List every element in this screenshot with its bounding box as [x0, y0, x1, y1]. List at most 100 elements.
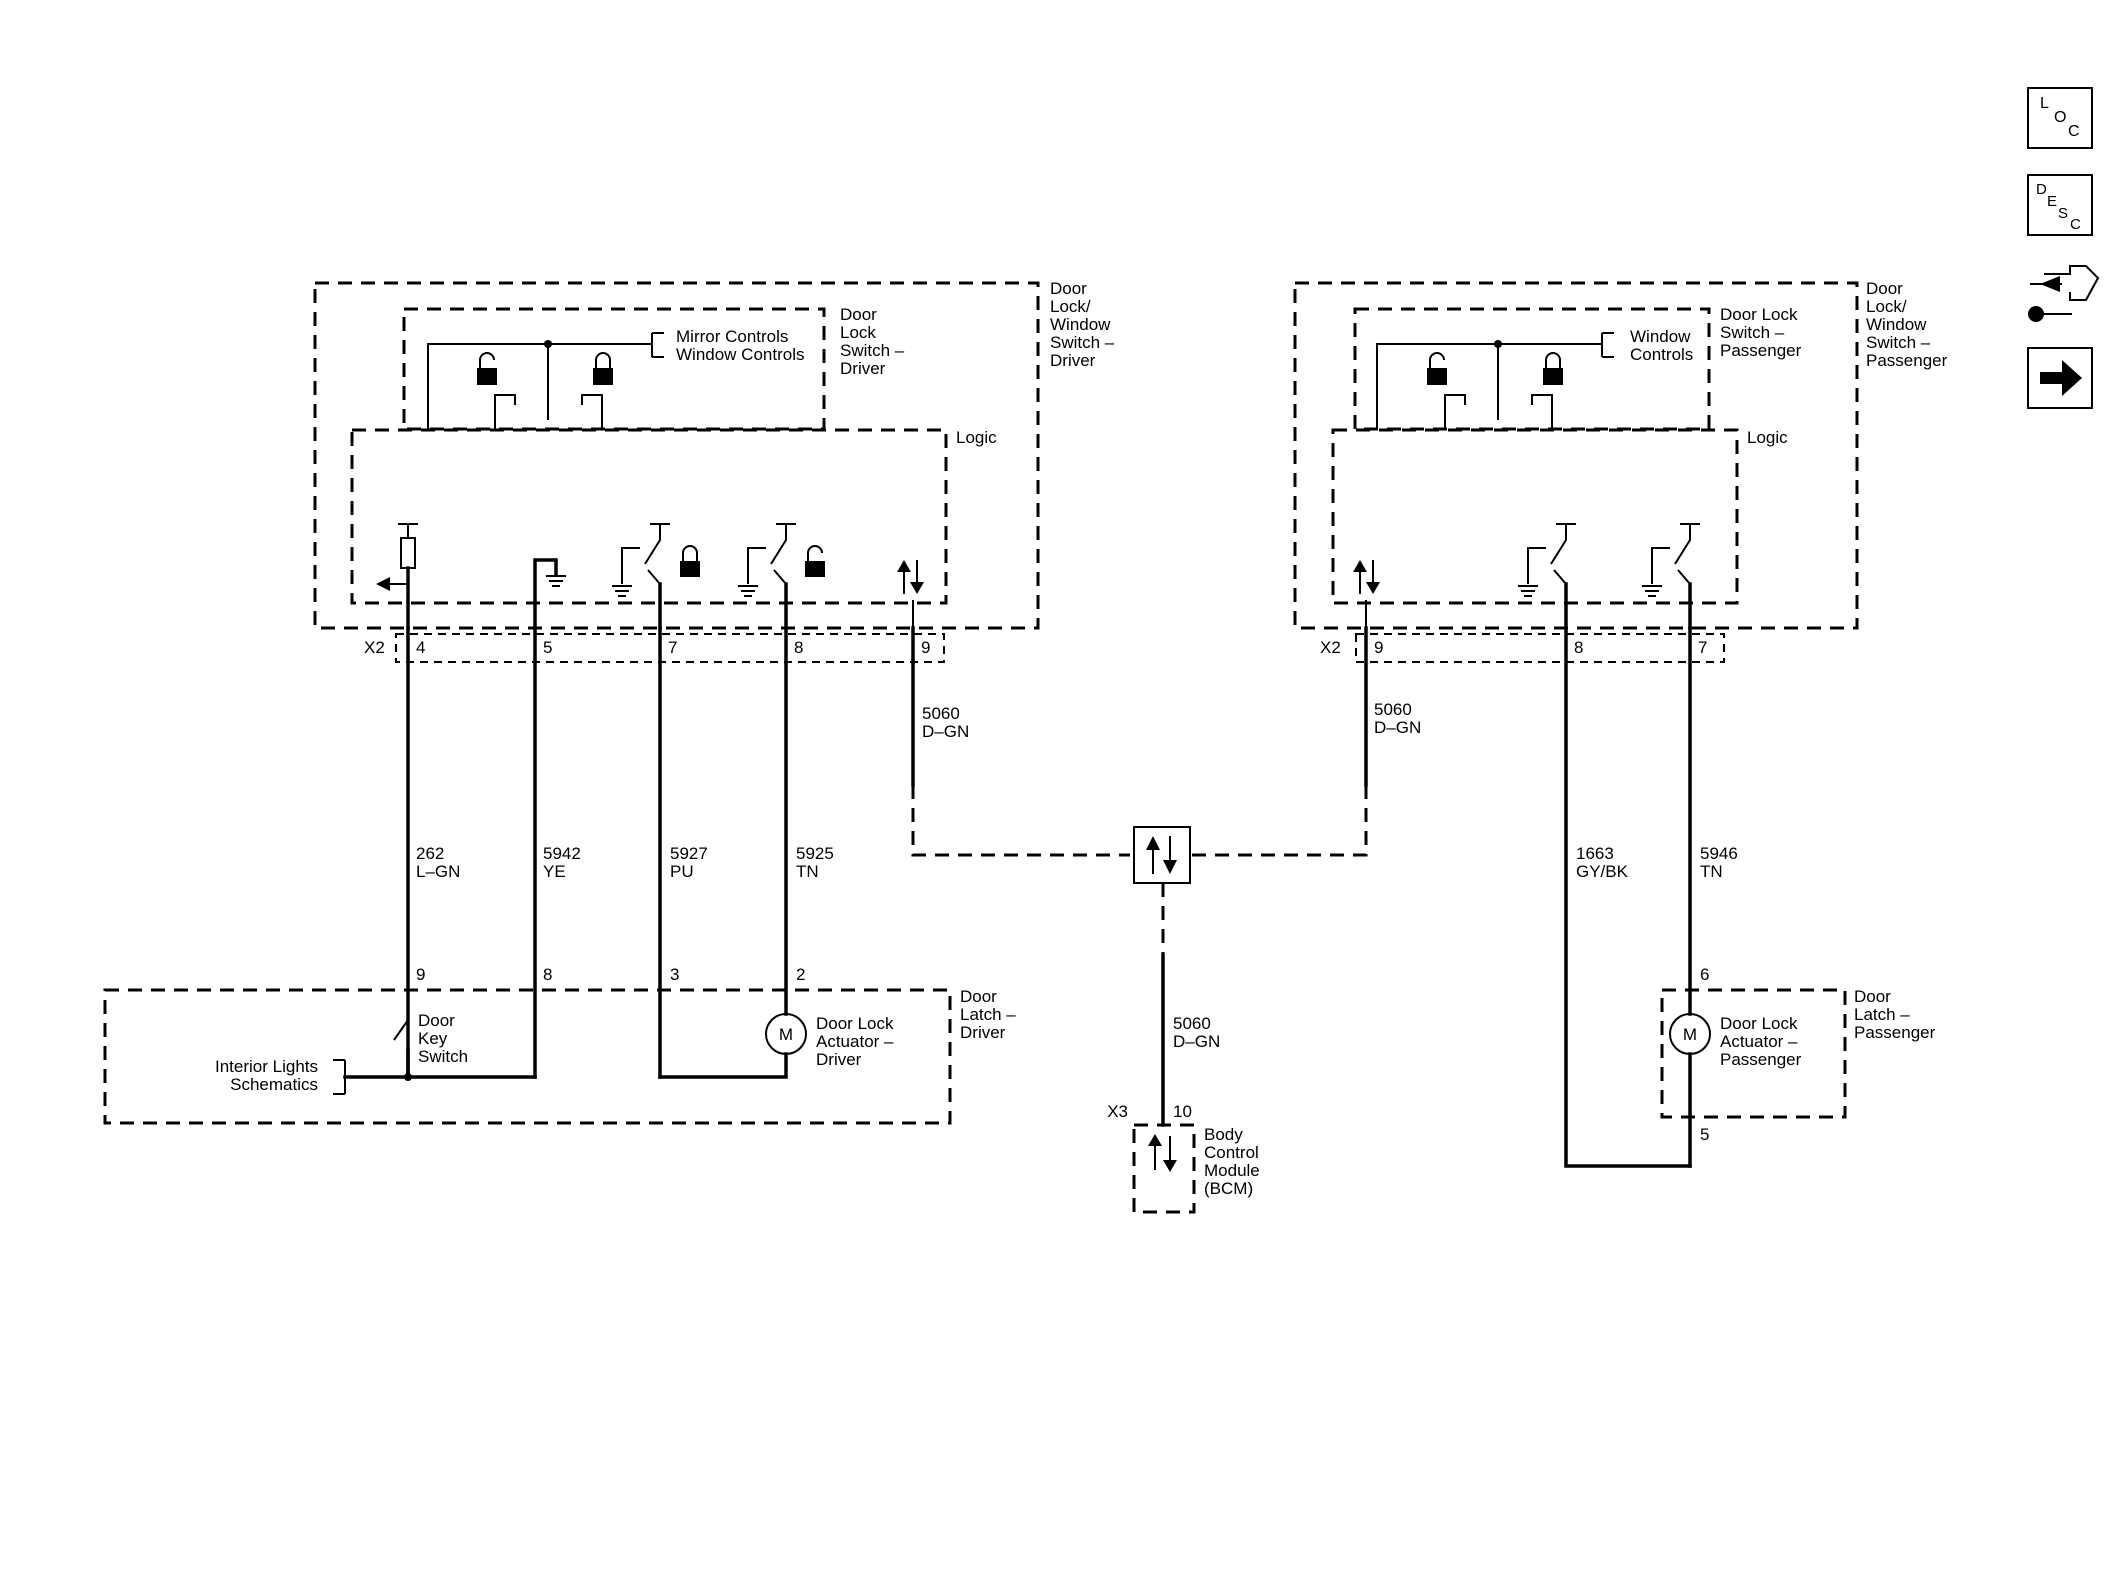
passenger-pin-7: 7 [1698, 638, 1707, 657]
bcm-serial-data-icon [1148, 1134, 1177, 1172]
driver-latch-label-3: Driver [960, 1023, 1006, 1042]
passenger-motor-icon: M [1669, 1013, 1711, 1055]
wire-262-circuit: 262 [416, 844, 444, 863]
desc-button[interactable]: D E S C [2027, 174, 2093, 236]
wire-5060-bcm-circuit: 5060 [1173, 1014, 1211, 1033]
loc-letter-l: L [2040, 95, 2049, 112]
connector-tool-icon[interactable] [2028, 265, 2100, 322]
bcm-connector-label: X3 [1107, 1102, 1128, 1121]
lock-icon-pin7 [680, 545, 700, 577]
driver-inner-label-3: Switch – [840, 341, 905, 360]
bcm-label-3: Module [1204, 1161, 1260, 1180]
wire-5925-circuit: 5925 [796, 844, 834, 863]
loc-button[interactable]: L O C [2027, 87, 2093, 149]
passenger-outer-label-5: Passenger [1866, 351, 1948, 370]
wire-5060-driver-circuit: 5060 [922, 704, 960, 723]
driver-outer-label-4: Switch – [1050, 333, 1115, 352]
driver-inner-label-2: Lock [840, 323, 876, 342]
passenger-outer-label-3: Window [1866, 315, 1927, 334]
passenger-inner-label-2: Switch – [1720, 323, 1785, 342]
wire-5060-passenger-circuit: 5060 [1374, 700, 1412, 719]
unlock-icon [477, 352, 497, 385]
passenger-control-window-1: Window [1630, 327, 1691, 346]
wire-5060-driver: 5060 D–GN [911, 626, 1130, 857]
driver-actuator-label-3: Driver [816, 1050, 862, 1069]
serial-data-icon-passenger [1353, 560, 1380, 594]
passenger-motor-label: M [1683, 1025, 1697, 1044]
driver-latch-pin-9: 9 [416, 965, 425, 984]
wire-5060-passenger-color: D–GN [1374, 718, 1421, 737]
driver-logic-label: Logic [956, 428, 997, 447]
driver-outer-label-3: Window [1050, 315, 1111, 334]
passenger-latch-pin-6: 6 [1700, 965, 1709, 984]
desc-letter-c: C [2070, 216, 2081, 233]
desc-letter-d: D [2036, 181, 2047, 198]
driver-pin-9: 9 [921, 638, 930, 657]
driver-latch-pin-8: 8 [543, 965, 552, 984]
driver-door-lock-window-switch: Door Lock/ Window Switch – Driver Door L… [313, 279, 1115, 630]
driver-outer-label-5: Driver [1050, 351, 1096, 370]
driver-inner-label-1: Door [840, 305, 877, 324]
wire-5946: 5946 TN [1688, 626, 1738, 1168]
wire-5942-color: YE [543, 862, 566, 881]
passenger-pin-9: 9 [1374, 638, 1383, 657]
driver-pin-8: 8 [794, 638, 803, 657]
wire-5942-circuit: 5942 [543, 844, 581, 863]
interior-lights-label-2: Schematics [230, 1075, 318, 1094]
body-control-module: X3 10 Body Control Module (BCM) [1107, 1102, 1260, 1214]
passenger-unlock-icon [1427, 352, 1447, 385]
passenger-door-latch: Door Latch – Passenger 6 5 M Door Lock A… [1660, 965, 1936, 1144]
passenger-actuator-label-1: Door Lock [1720, 1014, 1798, 1033]
driver-latch-pin-2: 2 [796, 965, 805, 984]
key-switch-label-2: Key [418, 1029, 448, 1048]
passenger-lock-icon [1543, 352, 1563, 385]
driver-outer-label-1: Door [1050, 279, 1087, 298]
driver-actuator-label-2: Actuator – [816, 1032, 894, 1051]
passenger-ground-icon-pin8 [1518, 585, 1538, 597]
passenger-door-lock-window-switch: Door Lock/ Window Switch – Passenger Doo… [1293, 279, 1948, 630]
driver-motor-icon: M [765, 1013, 807, 1055]
driver-outer-label-2: Lock/ [1050, 297, 1091, 316]
loc-letter-c: C [2068, 123, 2080, 140]
driver-connector-x2: X2 4 5 7 8 9 [364, 633, 945, 663]
driver-inner-label-4: Driver [840, 359, 886, 378]
passenger-outer-label-2: Lock/ [1866, 297, 1907, 316]
bcm-label-1: Body [1204, 1125, 1243, 1144]
wire-5060-driver-color: D–GN [922, 722, 969, 741]
passenger-actuator-label-3: Passenger [1720, 1050, 1802, 1069]
passenger-latch-pin-5: 5 [1700, 1125, 1709, 1144]
passenger-pin-8: 8 [1574, 638, 1583, 657]
passenger-latch-label-2: Latch – [1854, 1005, 1910, 1024]
passenger-actuator-label-2: Actuator – [1720, 1032, 1798, 1051]
driver-control-window: Window Controls [676, 345, 805, 364]
driver-actuator-label-1: Door Lock [816, 1014, 894, 1033]
driver-pin-4: 4 [416, 638, 425, 657]
key-switch-label-1: Door [418, 1011, 455, 1030]
lock-icon [593, 352, 613, 385]
desc-letter-e: E [2047, 193, 2057, 210]
driver-latch-label-1: Door [960, 987, 997, 1006]
passenger-inner-label-3: Passenger [1720, 341, 1802, 360]
serial-data-splice [1133, 826, 1191, 884]
wire-5925-color: TN [796, 862, 819, 881]
unlock-icon-pin8 [805, 545, 825, 577]
wire-5060-bcm-color: D–GN [1173, 1032, 1220, 1051]
wire-5060-bcm: 5060 D–GN [1161, 883, 1220, 1127]
passenger-inner-label-1: Door Lock [1720, 305, 1798, 324]
passenger-outer-label-1: Door [1866, 279, 1903, 298]
passenger-connector-x2: X2 9 8 7 [1320, 633, 1725, 663]
bcm-label-4: (BCM) [1204, 1179, 1253, 1198]
next-arrow-button[interactable] [2027, 347, 2093, 409]
wire-5946-color: TN [1700, 862, 1723, 881]
driver-door-latch: Door Latch – Driver 9 8 3 2 Door Key Swi… [103, 965, 1016, 1125]
wire-262: 262 L–GN [406, 626, 460, 1080]
bcm-label-2: Control [1204, 1143, 1259, 1162]
right-arrow-icon [2040, 360, 2082, 396]
ground-icon-pin8 [738, 585, 758, 597]
wire-1663: 1663 GY/BK [1564, 626, 1692, 1168]
wire-1663-color: GY/BK [1576, 862, 1629, 881]
wire-5942: 5942 YE [533, 626, 581, 1079]
wire-1663-circuit: 1663 [1576, 844, 1614, 863]
wire-262-color: L–GN [416, 862, 460, 881]
